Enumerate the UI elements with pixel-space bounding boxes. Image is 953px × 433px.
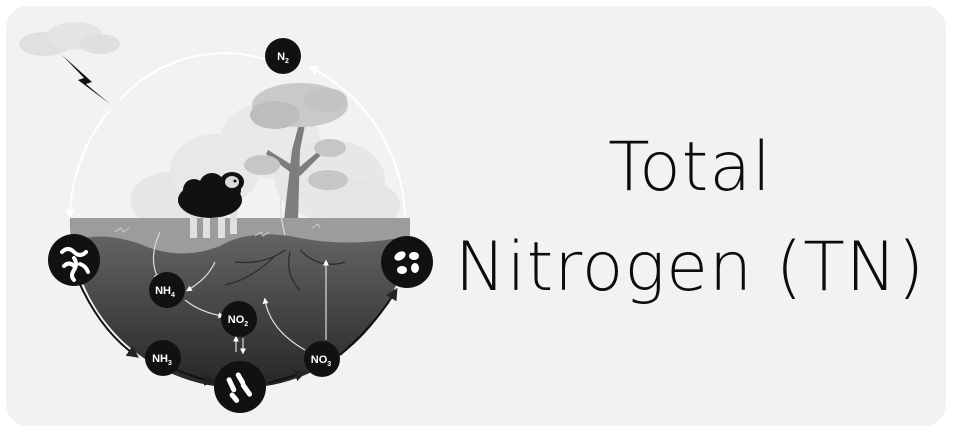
node-no2-base: NO — [228, 314, 245, 326]
node-no3: NO3 — [304, 341, 340, 377]
lightning-icon — [62, 55, 110, 104]
sheep — [178, 172, 244, 238]
svg-text:NH4: NH4 — [155, 285, 175, 299]
page-title: Total Nitrogen (TN) — [440, 118, 940, 318]
cloud-icon — [19, 22, 120, 56]
svg-text:N2: N2 — [277, 51, 289, 65]
node-n2-base: N — [277, 51, 285, 63]
title-line-1: Total — [608, 128, 772, 207]
node-no3-sub: 3 — [327, 361, 331, 368]
svg-text:NO2: NO2 — [228, 314, 249, 328]
bacteria-cocci-icon — [381, 236, 433, 288]
roots — [224, 249, 346, 291]
node-no2-sub: 2 — [244, 321, 248, 328]
svg-text:NH3: NH3 — [152, 353, 172, 367]
cycle-arc-top — [119, 52, 269, 101]
cycle-arc-left — [65, 109, 111, 219]
node-no2: NO2 — [221, 301, 257, 337]
node-nh3-sub: 3 — [168, 360, 172, 367]
node-n2-sub: 2 — [285, 58, 289, 65]
bacteria-rod-icon — [214, 361, 266, 413]
node-nh3-base: NH — [152, 353, 168, 365]
bacteria-cluster-icon — [48, 234, 100, 286]
svg-text:NO3: NO3 — [311, 354, 332, 368]
node-nh4-sub: 4 — [171, 292, 175, 299]
cycle-arc-right — [308, 66, 406, 216]
tree — [244, 83, 348, 220]
node-no3-base: NO — [311, 354, 328, 366]
node-nh4-base: NH — [155, 285, 171, 297]
node-nh4: NH4 — [149, 272, 185, 308]
title-line-2: Nitrogen (TN) — [454, 228, 926, 307]
node-n2: N2 — [265, 38, 301, 74]
process-arrows — [152, 194, 329, 355]
node-nh3: NH3 — [145, 340, 181, 376]
